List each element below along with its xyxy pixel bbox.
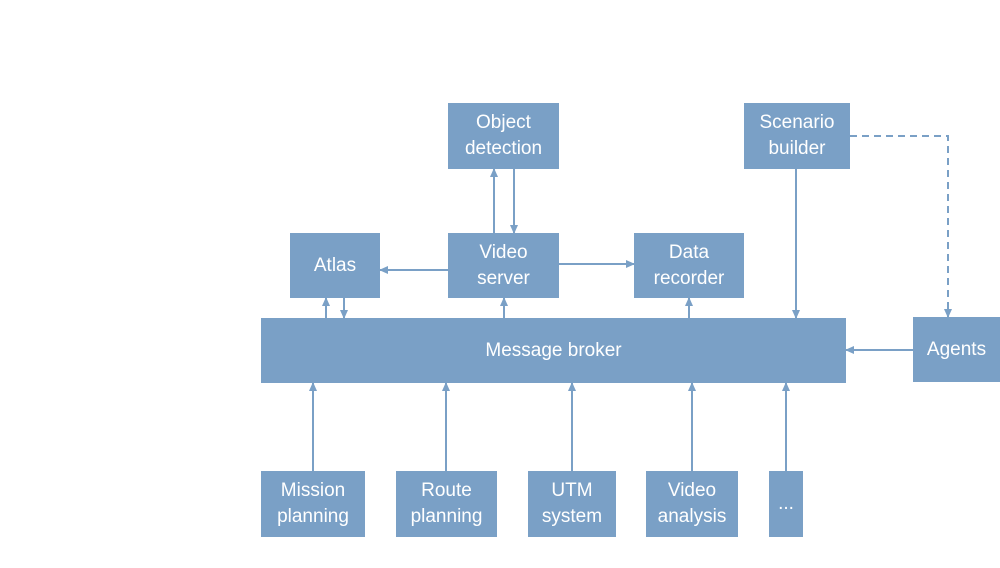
connector-group	[309, 135, 952, 471]
route-planning-box: Route planning	[396, 471, 497, 537]
object-detection-box: Object detection	[448, 103, 559, 169]
arrow-scenario-builder-to-agents	[850, 135, 952, 318]
mission-planning-box: Mission planning	[261, 471, 365, 537]
atlas-box: Atlas	[290, 233, 380, 298]
more-systems-box: ...	[769, 471, 803, 537]
video-server-box: Video server	[448, 233, 559, 298]
data-recorder-box: Data recorder	[634, 233, 744, 298]
scenario-builder-box: Scenario builder	[744, 103, 850, 169]
video-analysis-box: Video analysis	[646, 471, 738, 537]
utm-system-box: UTM system	[528, 471, 616, 537]
agents-box: Agents	[913, 317, 1000, 382]
message-broker-box: Message broker	[261, 318, 846, 383]
